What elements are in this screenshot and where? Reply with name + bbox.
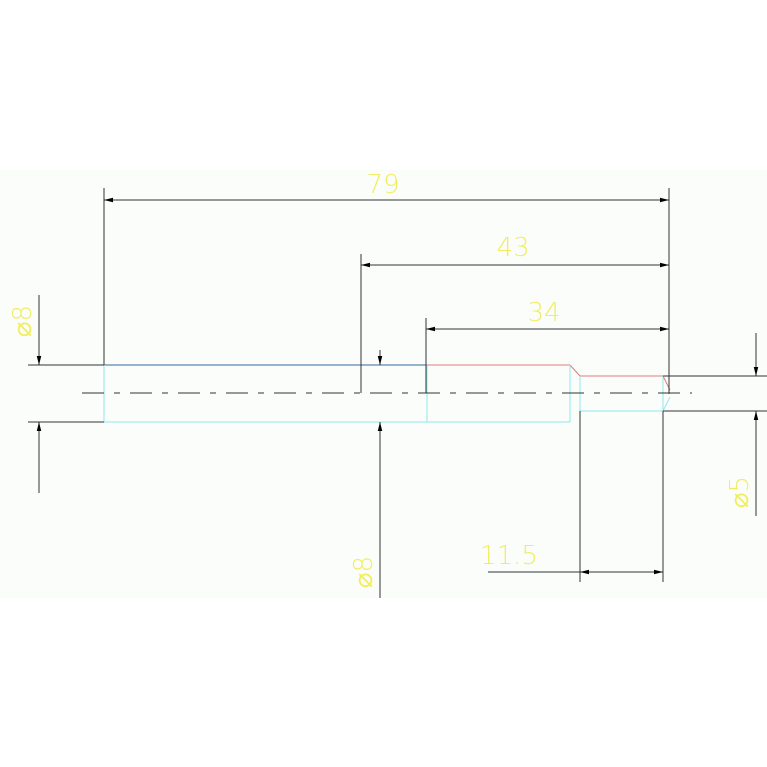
dim-text-dia-mid: ⌀8: [349, 556, 379, 588]
dim-text-43: 43: [496, 233, 529, 263]
dimension-lines: [28, 188, 767, 582]
dim-text-34: 34: [527, 298, 560, 328]
dim-text-dia-right: ⌀5: [725, 476, 755, 508]
drawing-area: [0, 170, 767, 598]
dim-text-dia-left: ⌀8: [8, 305, 38, 337]
dim-text-11-5: 11.5: [480, 541, 538, 571]
dim-text-79: 79: [366, 170, 399, 200]
